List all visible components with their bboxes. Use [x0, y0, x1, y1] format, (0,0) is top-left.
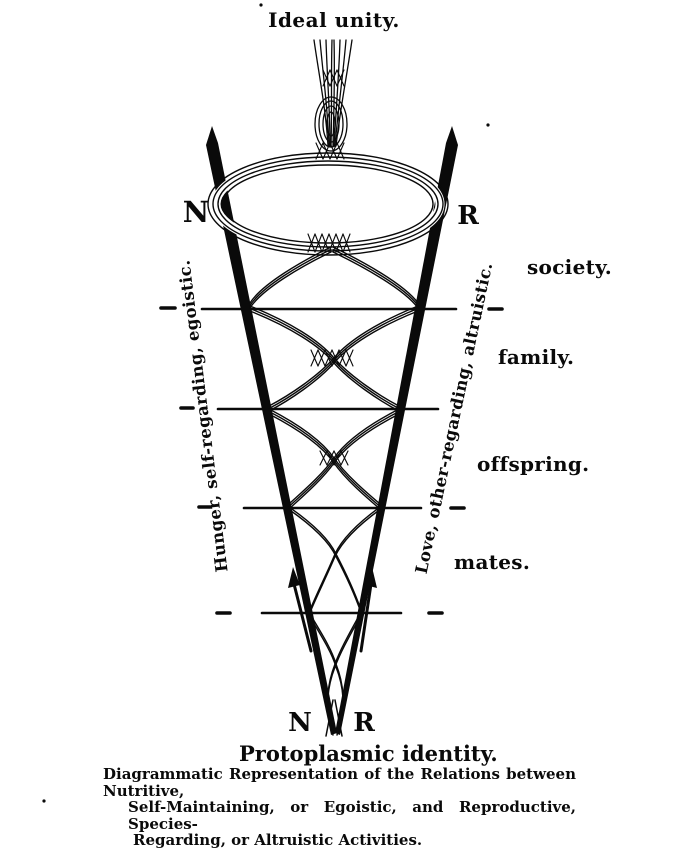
caption-line-3: Regarding, or Altruistic Activities.	[133, 831, 423, 849]
level-line-dashes	[159, 306, 504, 615]
bottom-title: Protoplasmic identity.	[239, 741, 498, 766]
level-label-family: family.	[498, 345, 575, 369]
left-arrowhead	[288, 567, 300, 588]
weave-patches	[307, 69, 354, 466]
cone-spiral-diagram-art	[42, 3, 504, 803]
letter-n-top: N	[182, 195, 210, 229]
scan-specks	[42, 3, 490, 803]
level-label-mates: mates.	[454, 550, 531, 574]
right-arm	[335, 126, 458, 735]
figure-caption: Diagrammatic Representation of the Relat…	[0, 766, 686, 849]
right-arrowhead	[365, 567, 377, 588]
top-title: Ideal unity.	[268, 8, 400, 32]
left-arm	[206, 126, 337, 735]
letter-r-top: R	[457, 201, 479, 231]
letter-r-bottom: R	[353, 708, 375, 738]
strand-bands	[249, 246, 419, 737]
caption-line-1: Diagrammatic Representation of the Relat…	[103, 765, 576, 800]
level-label-offspring: offspring.	[477, 452, 590, 476]
level-label-society: society.	[527, 255, 613, 279]
caption-line-2: Self-Maintaining, or Egoistic, and Repro…	[128, 798, 576, 833]
top-bundle	[313, 39, 353, 152]
scanned-book-page: { "figure": { "top_label": "Ideal unity.…	[42, 3, 613, 849]
top-loop	[207, 152, 449, 256]
cone-arms	[206, 126, 458, 735]
letter-n-bottom: N	[288, 708, 312, 738]
up-arrows	[288, 567, 377, 653]
